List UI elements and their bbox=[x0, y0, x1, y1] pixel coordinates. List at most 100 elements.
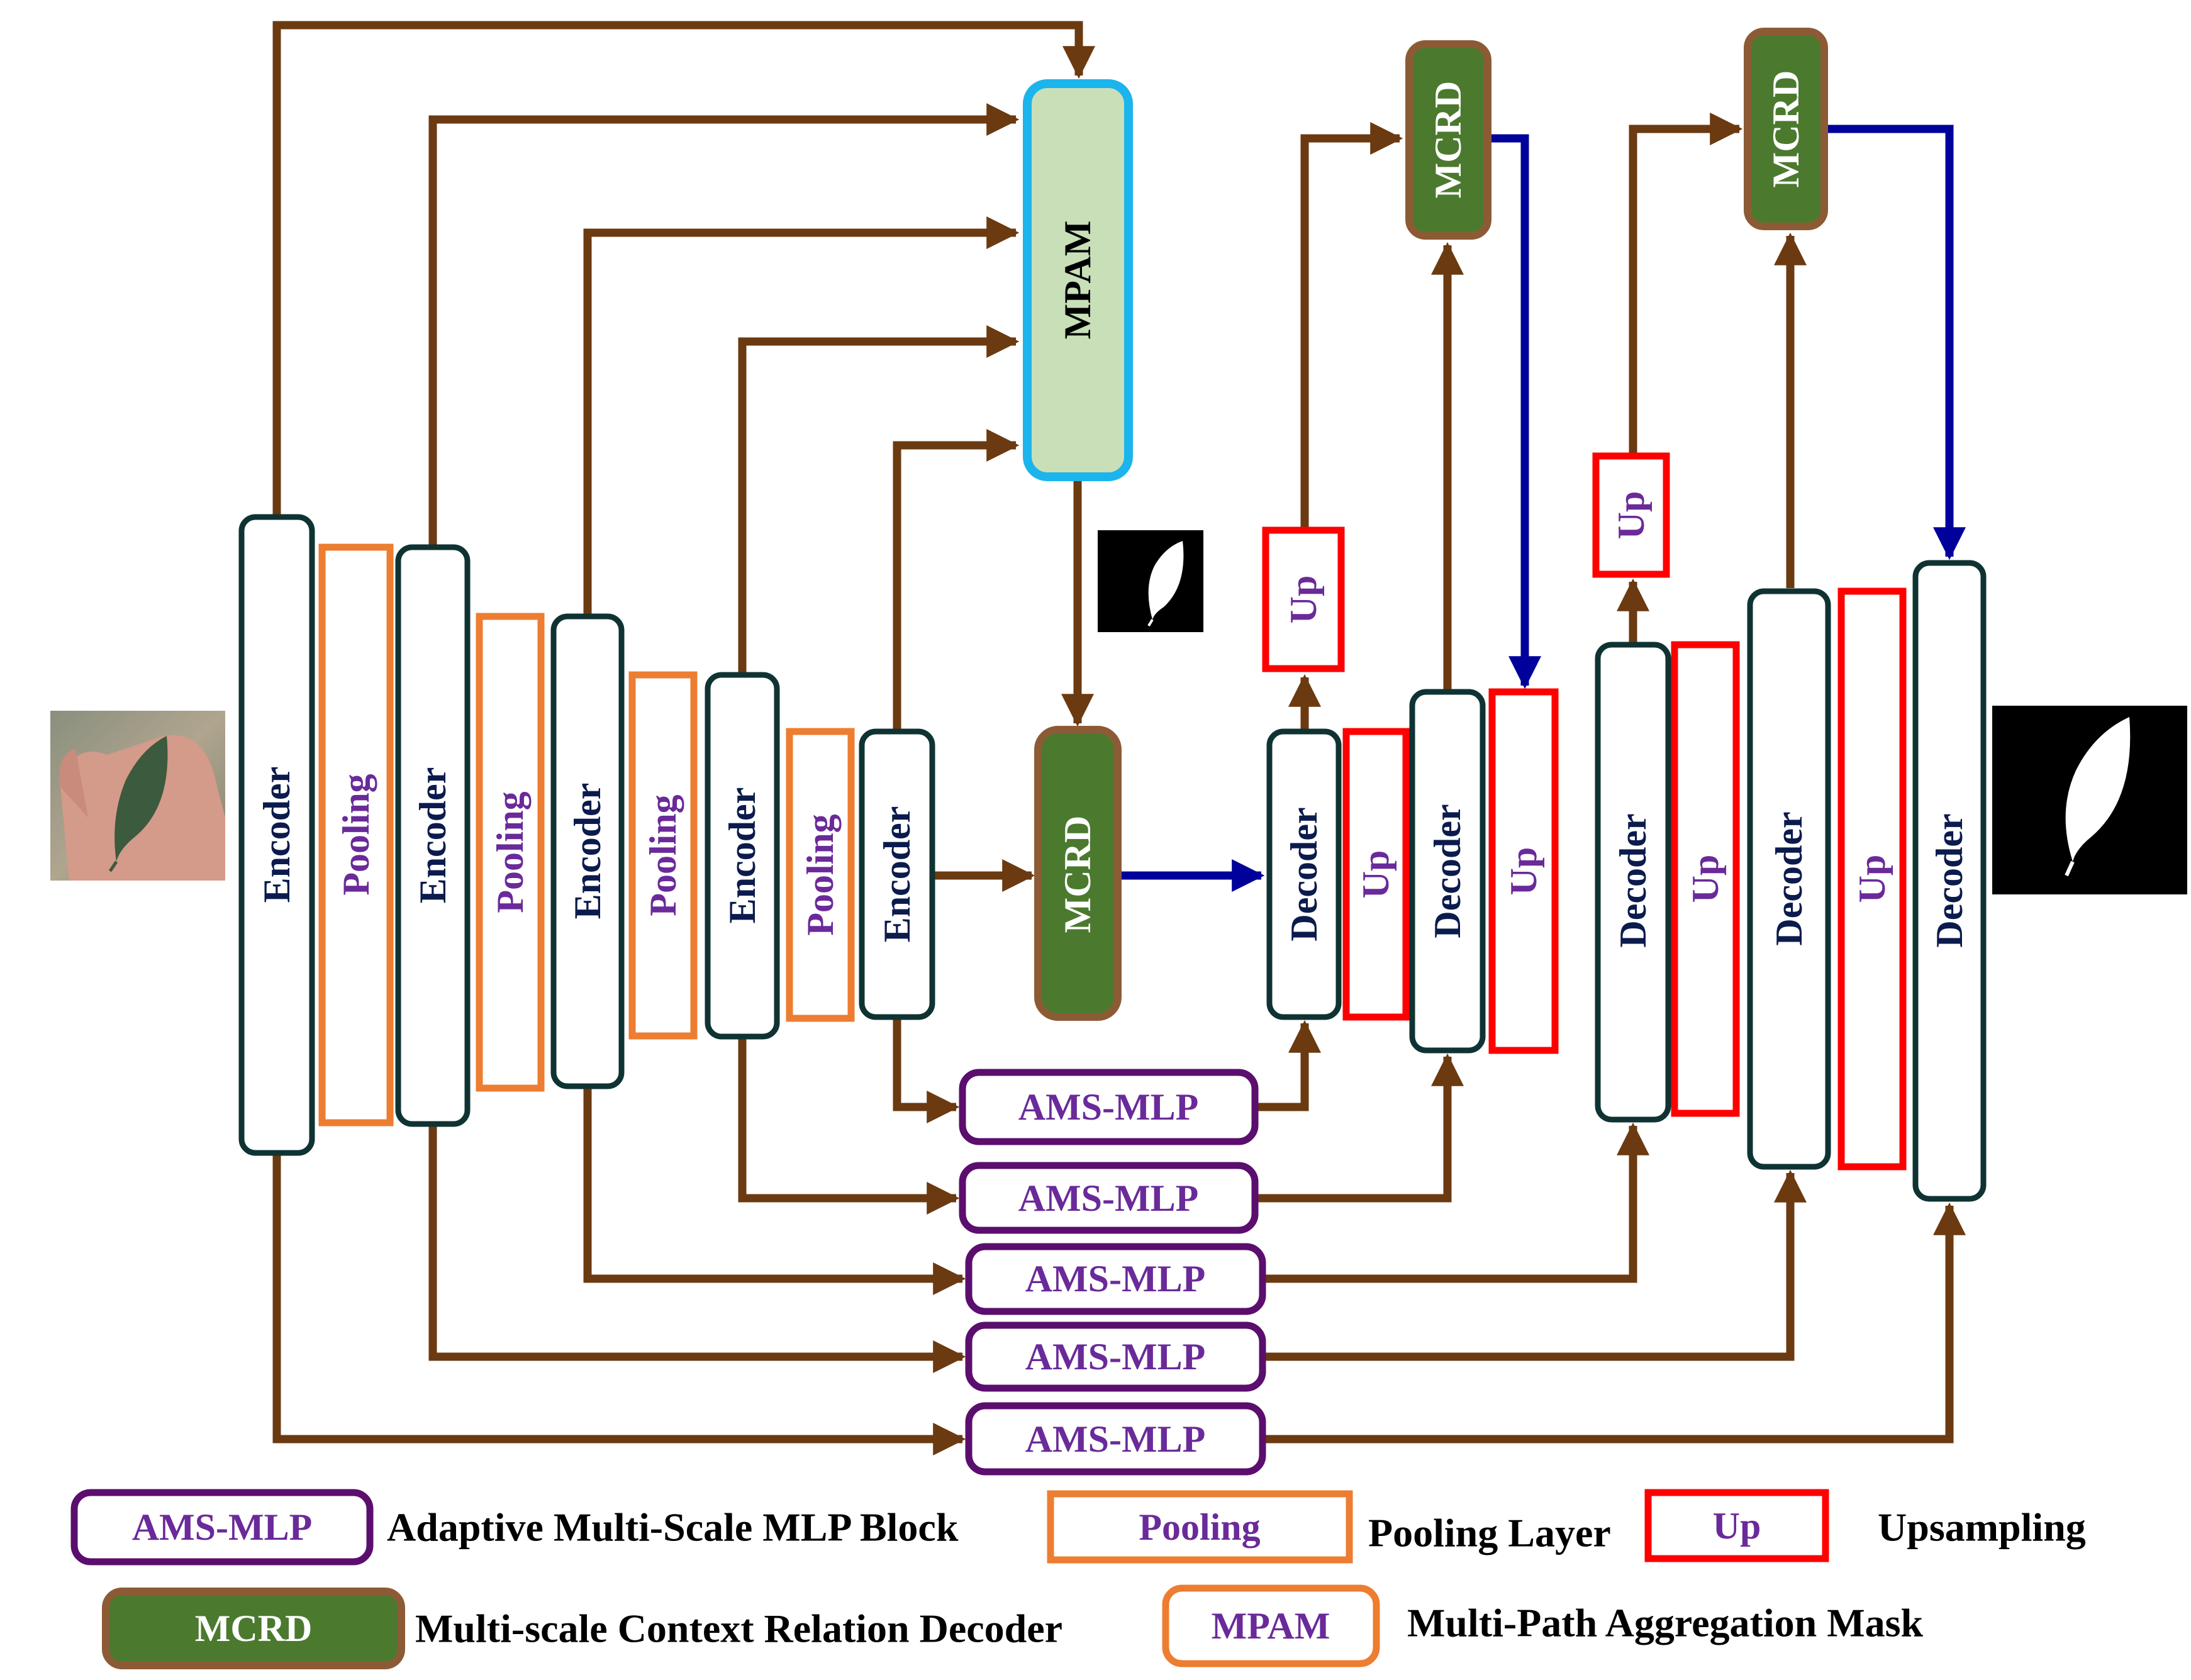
up-to-mcrd1 bbox=[1300, 122, 1403, 530]
legend-up-desc: Upsampling bbox=[1878, 1505, 2086, 1550]
leaf-icon bbox=[114, 736, 168, 862]
pooling-4-label: Pooling bbox=[800, 814, 841, 935]
decoder-1 bbox=[1266, 728, 1342, 1020]
skip-enc5-to-mpam bbox=[893, 429, 1020, 732]
decoder-4 bbox=[1747, 588, 1831, 1170]
ams-mlp-3-label: AMS-MLP bbox=[1025, 1258, 1206, 1299]
ams3-to-decoder3 bbox=[1264, 1122, 1649, 1283]
skip-enc2-to-mpam bbox=[428, 103, 1020, 547]
ams1-to-decoder1 bbox=[1257, 1020, 1321, 1111]
leaf-output-icon bbox=[2065, 717, 2131, 862]
mcrd-1-label: MCRD bbox=[1427, 81, 1469, 199]
pooling-1 bbox=[318, 543, 394, 1126]
ams-mlp-2 bbox=[959, 1162, 1259, 1234]
ams-mlp-5 bbox=[965, 1402, 1266, 1476]
encoder-stack bbox=[238, 514, 935, 1156]
leaf-mask-icon bbox=[1148, 541, 1184, 620]
ams2-to-decoder2 bbox=[1257, 1053, 1464, 1203]
ams-mlp-1 bbox=[959, 1069, 1259, 1145]
decoder-stack bbox=[1266, 560, 1987, 1202]
skip-connections bbox=[272, 21, 1966, 1455]
mcrd-main-label: MCRD bbox=[1057, 816, 1098, 933]
pooling-stack bbox=[318, 543, 855, 1126]
legend-mcrd-key bbox=[102, 1588, 405, 1669]
encoder-1-label: Encoder bbox=[256, 767, 298, 903]
encoder-3-label: Encoder bbox=[567, 783, 608, 920]
legend-mpam-key bbox=[1162, 1584, 1380, 1667]
mcrd-block-1 bbox=[1405, 40, 1491, 240]
legend-mpam-desc: Multi-Path Aggregation Mask bbox=[1407, 1601, 1924, 1645]
ams-mlp-4 bbox=[965, 1321, 1266, 1392]
mpam-mask-image bbox=[1098, 530, 1203, 632]
encoder-2 bbox=[395, 544, 471, 1127]
skip-enc4-to-mpam bbox=[738, 325, 1020, 675]
up-upper-1-label: Up bbox=[1283, 576, 1324, 624]
pooling-3-label: Pooling bbox=[642, 794, 684, 916]
legend-pool-desc: Pooling Layer bbox=[1368, 1511, 1611, 1555]
decoder-3-label: Decoder bbox=[1612, 813, 1654, 947]
decoder-arrows bbox=[1117, 125, 1966, 892]
skip-enc1-to-ams5 bbox=[272, 1153, 966, 1455]
legend-ams-desc: Adaptive Multi-Scale MLP Block bbox=[387, 1505, 959, 1550]
legend: AMS-MLP Pooling Up MCRD MPAM Adaptive Mu… bbox=[70, 1489, 2086, 1669]
ams-mlp-4-label: AMS-MLP bbox=[1025, 1336, 1206, 1377]
pooling-4 bbox=[786, 728, 855, 1022]
ams-mlp-5-label: AMS-MLP bbox=[1025, 1418, 1206, 1460]
encoder-1 bbox=[238, 514, 315, 1156]
skip-enc2-to-ams4 bbox=[428, 1124, 966, 1373]
skip-enc4-to-ams2 bbox=[738, 1037, 960, 1215]
legend-pool-key bbox=[1047, 1490, 1353, 1564]
legend-up-key bbox=[1644, 1489, 1829, 1562]
up-side-3-label: Up bbox=[1685, 855, 1726, 903]
legend-up-key-label: Up bbox=[1713, 1505, 1761, 1547]
mcrd-block-2 bbox=[1744, 28, 1828, 230]
ams-mlp-2-label: AMS-MLP bbox=[1018, 1177, 1199, 1219]
output-mask-image bbox=[1992, 706, 2187, 894]
up-to-mcrd2 bbox=[1629, 113, 1743, 456]
ams5-to-decoder5 bbox=[1264, 1202, 1966, 1444]
encoder-4 bbox=[705, 672, 780, 1040]
mcrd2-to-decoder5 bbox=[1828, 125, 1966, 560]
decoder-1-label: Decoder bbox=[1283, 807, 1325, 941]
up-upper-2-label: Up bbox=[1610, 491, 1652, 540]
encoder-2-label: Encoder bbox=[412, 767, 454, 904]
ams-mlp-3 bbox=[965, 1243, 1266, 1315]
up-side-4-label: Up bbox=[1851, 855, 1893, 903]
up-side-2-label: Up bbox=[1503, 847, 1544, 896]
upsampling-stack bbox=[1262, 452, 1907, 1171]
decoder-5 bbox=[1912, 560, 1987, 1202]
skip-enc3-to-mpam bbox=[583, 216, 1020, 616]
up-side-1 bbox=[1342, 728, 1410, 1021]
legend-ams-key bbox=[70, 1489, 374, 1566]
decoder-4-label: Decoder bbox=[1768, 811, 1810, 945]
up-side-4 bbox=[1837, 587, 1907, 1171]
legend-mcrd-desc: Multi-scale Context Relation Decoder bbox=[415, 1606, 1062, 1651]
pooling-3 bbox=[628, 671, 698, 1040]
legend-ams-key-label: AMS-MLP bbox=[132, 1506, 313, 1548]
pooling-2 bbox=[476, 613, 545, 1092]
legend-mcrd-key-label: MCRD bbox=[195, 1608, 313, 1649]
input-image bbox=[50, 711, 225, 881]
up-side-1-label: Up bbox=[1355, 850, 1397, 899]
mpam-label: MPAM bbox=[1057, 221, 1098, 340]
ams-mlp-stack bbox=[959, 1069, 1266, 1476]
encoder-5-label: Encoder bbox=[876, 806, 918, 943]
encoder-4-label: Encoder bbox=[722, 787, 763, 924]
decoder-2 bbox=[1409, 689, 1486, 1054]
skip-enc1-to-mpam bbox=[272, 21, 1095, 517]
decoder-2-label: Decoder bbox=[1427, 804, 1468, 938]
mcrd1-to-up bbox=[1490, 134, 1541, 689]
pooling-2-label: Pooling bbox=[489, 791, 531, 913]
ams-mlp-1-label: AMS-MLP bbox=[1018, 1086, 1199, 1128]
decoder-5-label: Decoder bbox=[1929, 813, 1970, 947]
up-side-2 bbox=[1488, 688, 1559, 1054]
up-upper-1 bbox=[1262, 526, 1345, 672]
pooling-1-label: Pooling bbox=[335, 774, 377, 895]
skip-enc3-to-ams3 bbox=[583, 1086, 966, 1295]
encoder-5 bbox=[859, 728, 935, 1020]
up-upper-2 bbox=[1592, 452, 1670, 578]
skip-enc5-to-ams1 bbox=[893, 1017, 960, 1123]
legend-pool-key-label: Pooling bbox=[1139, 1506, 1260, 1548]
mcrd-2-label: MCRD bbox=[1765, 70, 1807, 188]
